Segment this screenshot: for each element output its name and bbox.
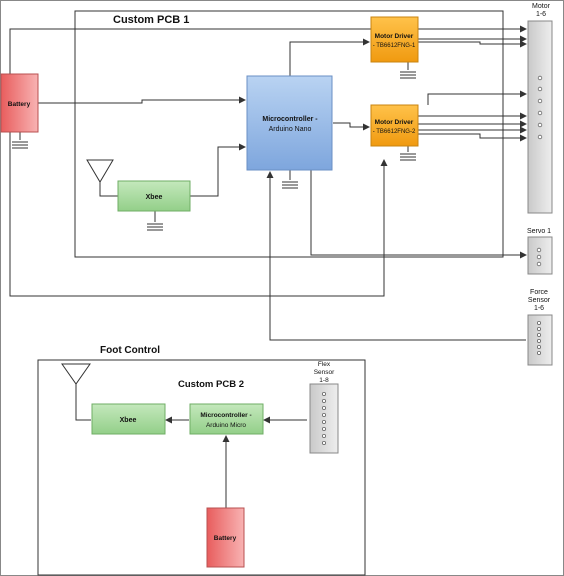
- foot-control-frame: [37, 359, 366, 576]
- pcb1-frame: [74, 10, 504, 258]
- mcu-label-line1: Microcontroller -: [262, 116, 318, 123]
- force-label-line1: Force: [530, 289, 548, 296]
- motor-connector: [527, 20, 553, 214]
- motor-driver-1-block: Motor Driver - TB6612FNG-1: [370, 16, 419, 63]
- pcb1-title: Custom PCB 1: [113, 14, 189, 26]
- battery-label: Battery: [8, 101, 31, 108]
- microcontroller-micro-block: Microcontroller - Arduino Micro: [189, 403, 264, 435]
- servo-label: Servo 1: [527, 228, 551, 235]
- ground-icon: [282, 181, 298, 189]
- force-label-line2: Sensor: [528, 297, 551, 304]
- force-label-line3: 1-6: [534, 305, 544, 312]
- mcu-label-line2: Arduino Nano: [269, 126, 312, 133]
- battery-block: Battery: [0, 73, 39, 133]
- microcontroller-nano-block: Microcontroller - Arduino Nano: [246, 75, 333, 171]
- ground-icon: [400, 71, 416, 79]
- motor-driver-2-block: Motor Driver - TB6612FNG-2: [370, 104, 419, 147]
- foot-battery-label: Battery: [214, 535, 237, 542]
- foot-xbee-block: Xbee: [91, 403, 166, 435]
- ground-icon: [400, 153, 416, 161]
- flex-label-line1: Flex: [318, 361, 331, 368]
- driver1-label-line1: Motor Driver: [375, 33, 414, 40]
- servo-connector: [527, 236, 553, 275]
- foot-xbee-label: Xbee: [120, 417, 137, 424]
- driver1-label-line2: - TB6612FNG-1: [373, 43, 416, 49]
- ground-icon: [147, 223, 163, 231]
- pcb2-title: Custom PCB 2: [178, 379, 244, 390]
- foot-wires: [75, 384, 307, 508]
- driver2-label-line1: Motor Driver: [375, 119, 414, 126]
- xbee-block: Xbee: [117, 180, 191, 212]
- driver2-label-line2: - TB6612FNG-2: [373, 129, 416, 135]
- flex-sensor-connector: [309, 383, 339, 454]
- foot-battery-block: Battery: [206, 507, 245, 568]
- xbee-label: Xbee: [146, 194, 163, 201]
- ground-icon: [12, 141, 28, 149]
- antenna-icon: [86, 159, 114, 183]
- antenna-icon: [61, 363, 91, 385]
- foot-mcu-label-line2: Arduino Micro: [206, 422, 246, 429]
- foot-mcu-label-line1: Microcontroller -: [200, 412, 251, 419]
- pcb1-wires: [9, 25, 527, 341]
- motor-label-line2: 1-6: [536, 11, 546, 18]
- motor-label-line1: Motor: [532, 3, 551, 10]
- force-sensor-connector: [527, 314, 553, 366]
- foot-control-title: Foot Control: [100, 345, 160, 356]
- flex-label-line3: 1-8: [319, 377, 329, 384]
- flex-label-line2: Sensor: [314, 369, 335, 376]
